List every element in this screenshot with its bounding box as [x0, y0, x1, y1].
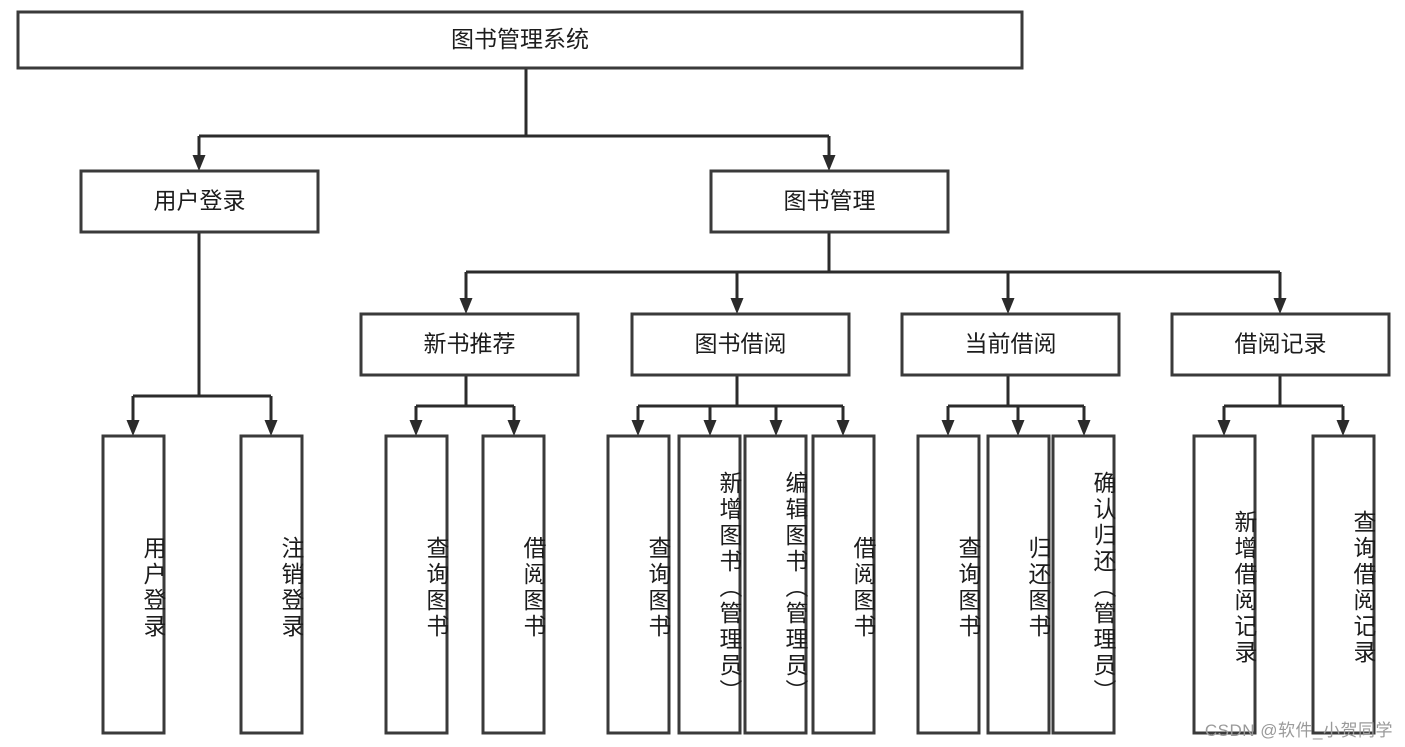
node-box-leaf-borrow-book[interactable]	[811, 434, 876, 735]
node-label-book-borrow: 图书借阅	[695, 331, 787, 357]
node-leaf-return-book[interactable]	[986, 434, 1051, 735]
arrow-br-to-leaf2	[1336, 406, 1350, 436]
node-new-book-recommend[interactable]	[359, 312, 580, 377]
node-box-leaf-add-borrow-record[interactable]	[1192, 434, 1257, 735]
arrow-bm-to-borrow	[730, 272, 744, 314]
arrow-cb-to-leaf2	[1011, 406, 1025, 436]
node-box-leaf-query-book-current[interactable]	[916, 434, 981, 735]
node-leaf-query-borrow-record[interactable]	[1311, 434, 1376, 735]
node-book-management[interactable]	[709, 169, 950, 234]
node-leaf-query-book-borrow[interactable]	[606, 434, 671, 735]
node-box-leaf-borrow-book-recommend[interactable]	[481, 434, 546, 735]
node-box-leaf-query-book-borrow[interactable]	[606, 434, 671, 735]
node-leaf-add-book[interactable]	[677, 434, 742, 735]
node-borrow-record[interactable]	[1170, 312, 1391, 377]
node-leaf-query-book-recommend[interactable]	[384, 434, 449, 735]
node-box-borrow-record[interactable]	[1170, 312, 1391, 377]
node-box-leaf-add-book[interactable]	[677, 434, 742, 735]
node-box-leaf-logout[interactable]	[239, 434, 304, 735]
node-box-leaf-query-borrow-record[interactable]	[1311, 434, 1376, 735]
node-box-current-borrow[interactable]	[900, 312, 1121, 377]
node-label-current-borrow: 当前借阅	[965, 331, 1057, 357]
node-leaf-user-login[interactable]	[101, 434, 166, 735]
arrow-bm-to-record	[1273, 272, 1287, 314]
node-box-book-management[interactable]	[709, 169, 950, 234]
arrow-bb-to-leaf2	[703, 406, 717, 436]
arrow-br-to-leaf1	[1217, 406, 1231, 436]
node-box-leaf-confirm-return[interactable]	[1051, 434, 1116, 735]
node-leaf-add-borrow-record[interactable]	[1192, 434, 1257, 735]
node-box-leaf-edit-book[interactable]	[743, 434, 808, 735]
node-leaf-logout[interactable]	[239, 434, 304, 735]
arrow-root-to-user-login	[192, 136, 206, 171]
node-box-leaf-return-book[interactable]	[986, 434, 1051, 735]
arrow-cb-to-leaf1	[941, 406, 955, 436]
node-leaf-query-book-current[interactable]	[916, 434, 981, 735]
arrow-bb-to-leaf1	[631, 406, 645, 436]
arrow-rec-to-leaf1	[409, 406, 423, 436]
node-box-new-book-recommend[interactable]	[359, 312, 580, 377]
node-book-borrow[interactable]	[630, 312, 851, 377]
node-box-root[interactable]	[16, 10, 1024, 70]
node-box-book-borrow[interactable]	[630, 312, 851, 377]
node-label-new-book-recommend: 新书推荐	[424, 331, 516, 357]
arrow-ul-to-leaf1	[126, 396, 140, 436]
node-user-login[interactable]	[79, 169, 320, 234]
node-box-user-login[interactable]	[79, 169, 320, 234]
node-label-book-management: 图书管理	[784, 188, 876, 214]
node-label-borrow-record: 借阅记录	[1235, 331, 1327, 357]
node-leaf-confirm-return[interactable]	[1051, 434, 1116, 735]
arrow-bb-to-leaf4	[836, 406, 850, 436]
node-box-leaf-query-book-recommend[interactable]	[384, 434, 449, 735]
node-label-user-login: 用户登录	[154, 188, 246, 214]
arrow-bm-to-current	[1001, 272, 1015, 314]
arrow-bm-to-recommend	[459, 272, 473, 314]
arrow-root-to-book-management	[822, 136, 836, 171]
node-leaf-edit-book[interactable]	[743, 434, 808, 735]
arrow-bb-to-leaf3	[769, 406, 783, 436]
node-box-leaf-user-login[interactable]	[101, 434, 166, 735]
node-leaf-borrow-book-recommend[interactable]	[481, 434, 546, 735]
arrow-rec-to-leaf2	[507, 406, 521, 436]
node-label-root: 图书管理系统	[451, 26, 589, 52]
arrow-ul-to-leaf2	[264, 396, 278, 436]
node-current-borrow[interactable]	[900, 312, 1121, 377]
arrow-cb-to-leaf3	[1077, 406, 1091, 436]
node-root[interactable]	[16, 10, 1024, 70]
watermark-text: CSDN @软件_小贺同学	[1204, 721, 1393, 740]
node-leaf-borrow-book[interactable]	[811, 434, 876, 735]
